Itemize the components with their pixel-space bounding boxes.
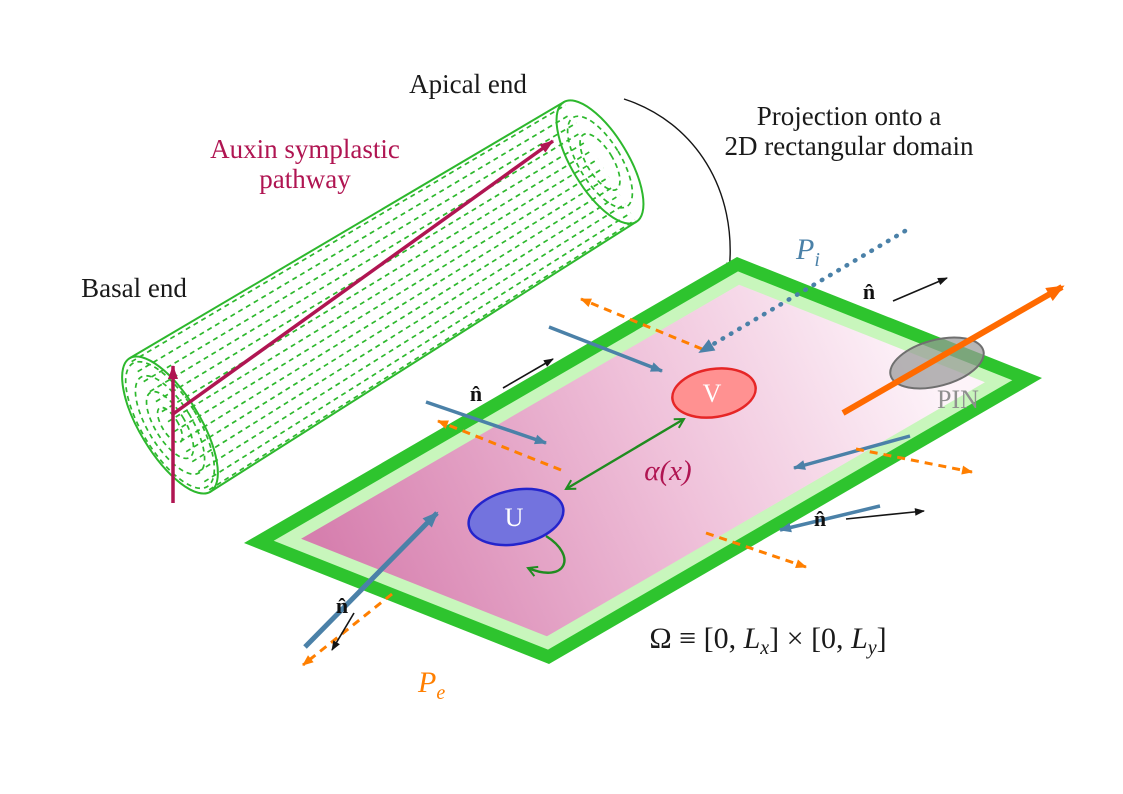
efflux-arrows bbox=[302, 297, 973, 667]
apical-end-label: Apical end bbox=[409, 69, 527, 99]
alpha-label: α(x) bbox=[644, 455, 691, 487]
auxin-pathway-label-line2: pathway bbox=[259, 164, 351, 194]
pin-transporter bbox=[841, 284, 1065, 416]
pin-label: PIN bbox=[937, 385, 979, 414]
normal-arrow bbox=[845, 508, 925, 520]
normal-label: n̂ bbox=[814, 506, 826, 531]
basal-end-label: Basal end bbox=[81, 273, 187, 303]
normal-arrow bbox=[892, 277, 948, 302]
projection-label-line2: 2D rectangular domain bbox=[725, 131, 974, 161]
pe-label: Pe bbox=[417, 666, 445, 704]
pi-influx-arrow bbox=[697, 228, 908, 355]
pi-label: Pi bbox=[795, 233, 820, 271]
projection-label-line1: Projection onto a bbox=[757, 101, 941, 131]
efflux-arrow bbox=[580, 297, 703, 351]
pin-arrow bbox=[841, 284, 1065, 416]
influx-arrow bbox=[779, 504, 881, 533]
projection-label: Projection onto a 2D rectangular domain bbox=[725, 101, 974, 161]
omega-label: Ω ≡ [0, Lx] × [0, Ly] bbox=[649, 622, 886, 659]
species bbox=[467, 367, 757, 577]
uv-exchange-arrow bbox=[564, 417, 686, 491]
basal-cap bbox=[121, 355, 219, 495]
efflux-arrow-pe bbox=[302, 592, 393, 667]
apical-cap bbox=[555, 99, 645, 225]
v-label: V bbox=[703, 379, 722, 408]
normal-label: n̂ bbox=[863, 279, 875, 304]
cylinder-outline bbox=[129, 101, 637, 493]
cell-cylinder bbox=[121, 99, 645, 503]
u-self-loop-arrow bbox=[526, 534, 566, 577]
auxin-axial-arrow bbox=[171, 139, 555, 416]
influx-arrow-main bbox=[303, 511, 439, 649]
normal-label: n̂ bbox=[336, 593, 348, 618]
u-label: U bbox=[505, 503, 524, 532]
normal-label: n̂ bbox=[470, 381, 482, 406]
efflux-arrow bbox=[705, 531, 807, 569]
domain-2d bbox=[244, 257, 1042, 664]
normal-arrow bbox=[331, 612, 355, 651]
efflux-arrow bbox=[855, 447, 973, 475]
auxin-pathway-label: Auxin symplastic pathway bbox=[210, 134, 400, 194]
v-ellipse bbox=[671, 367, 757, 419]
influx-arrow bbox=[425, 400, 547, 445]
normal-arrows bbox=[331, 277, 948, 651]
normal-arrow bbox=[502, 358, 554, 389]
influx-arrows bbox=[303, 325, 911, 649]
u-ellipse bbox=[467, 487, 565, 547]
projection-arrow bbox=[623, 98, 734, 273]
influx-arrow bbox=[793, 434, 911, 470]
influx-arrow bbox=[548, 325, 663, 373]
auxin-pathway-label-line1: Auxin symplastic bbox=[210, 134, 400, 164]
